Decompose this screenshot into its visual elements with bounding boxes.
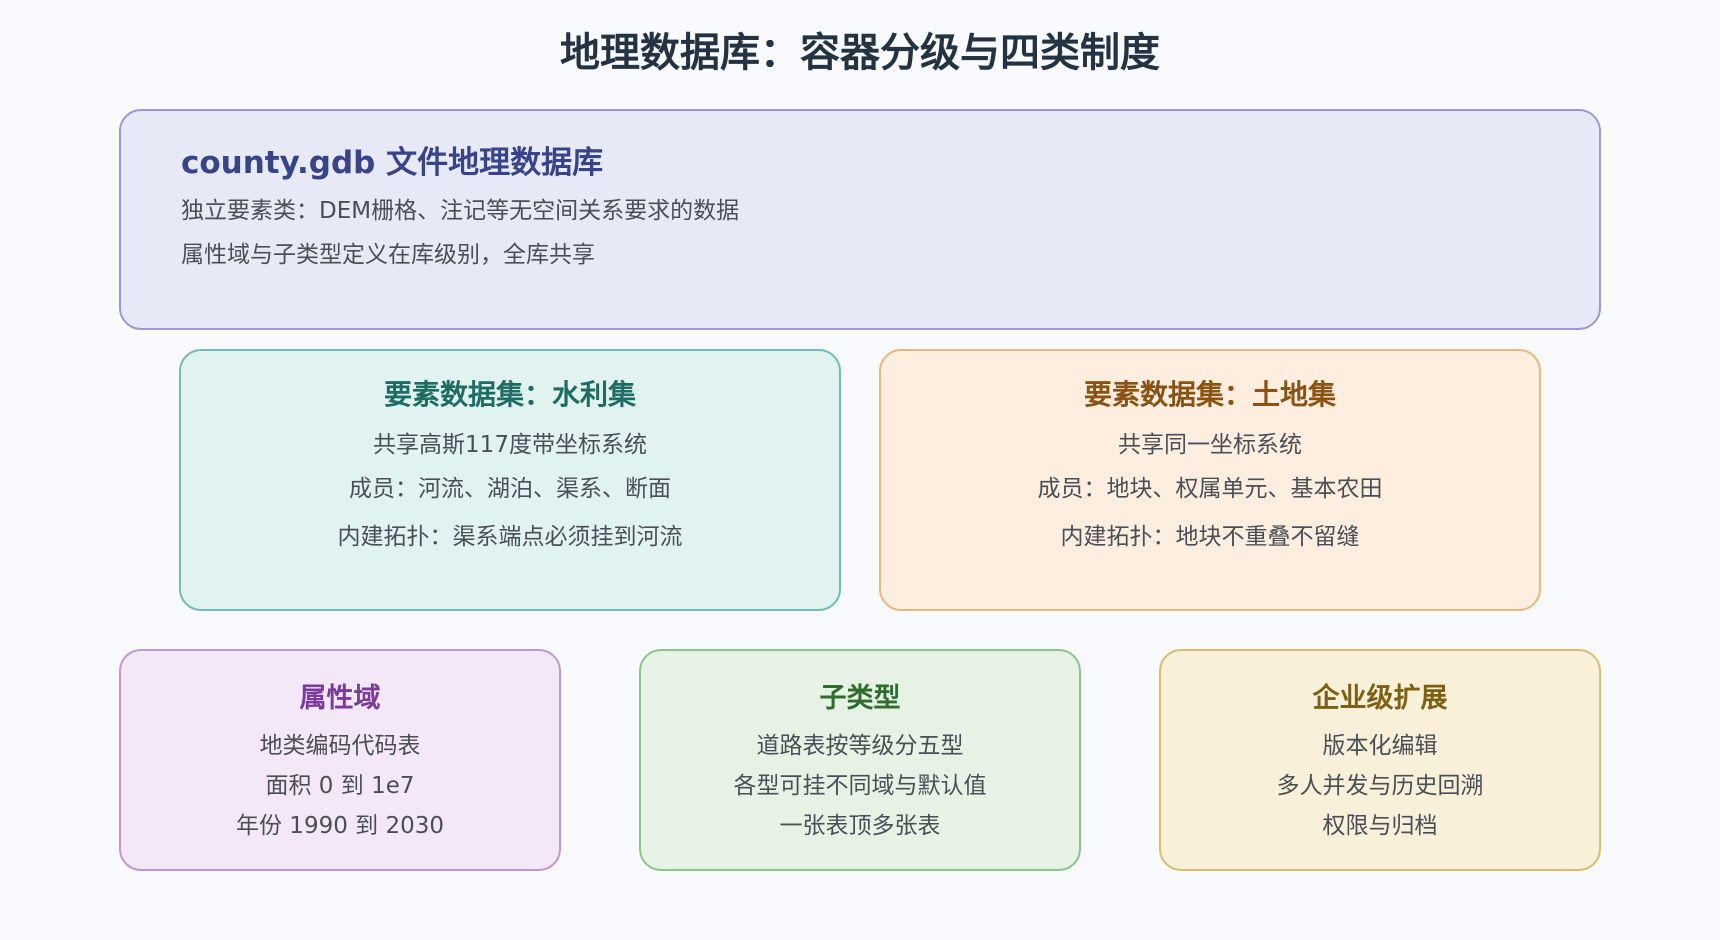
dataset-heading: 要素数据集：水利集 (383, 378, 636, 411)
card-line: 权限与归档 (1322, 813, 1438, 839)
card-line: 一张表顶多张表 (779, 813, 941, 839)
card-heading: 子类型 (819, 683, 901, 714)
card-enterprise-extension: 企业级扩展 版本化编辑 多人并发与历史回溯 权限与归档 (1159, 649, 1601, 871)
feature-dataset-land: 要素数据集：土地集 共享同一坐标系统 成员：地块、权属单元、基本农田 内建拓扑：… (879, 349, 1541, 611)
feature-dataset-water: 要素数据集：水利集 共享高斯117度带坐标系统 成员：河流、湖泊、渠系、断面 内… (179, 349, 841, 611)
card-heading: 属性域 (299, 683, 381, 714)
card-heading: 企业级扩展 (1312, 683, 1448, 714)
card-line: 道路表按等级分五型 (756, 733, 964, 759)
page-title: 地理数据库：容器分级与四类制度 (560, 30, 1160, 76)
card-subtype: 子类型 道路表按等级分五型 各型可挂不同域与默认值 一张表顶多张表 (639, 649, 1081, 871)
dataset-line: 成员：地块、权属单元、基本农田 (1037, 476, 1383, 502)
dataset-heading: 要素数据集：土地集 (1083, 378, 1336, 411)
geodatabase-heading: county.gdb 文件地理数据库 (181, 145, 604, 181)
dataset-line: 共享高斯117度带坐标系统 (373, 432, 647, 458)
geodatabase-container: county.gdb 文件地理数据库 独立要素类：DEM栅格、注记等无空间关系要… (119, 109, 1601, 330)
dataset-line: 共享同一坐标系统 (1118, 432, 1302, 458)
geodatabase-line: 独立要素类：DEM栅格、注记等无空间关系要求的数据 (181, 198, 740, 224)
card-attribute-domain: 属性域 地类编码代码表 面积 0 到 1e7 年份 1990 到 2030 (119, 649, 561, 871)
card-line: 各型可挂不同域与默认值 (733, 773, 987, 799)
card-line: 年份 1990 到 2030 (236, 813, 444, 839)
geodatabase-line: 属性域与子类型定义在库级别，全库共享 (181, 242, 595, 268)
dataset-line: 内建拓扑：地块不重叠不留缝 (1060, 524, 1360, 550)
card-line: 地类编码代码表 (259, 733, 421, 759)
card-line: 多人并发与历史回溯 (1276, 773, 1484, 799)
card-line: 版本化编辑 (1322, 733, 1438, 759)
dataset-line: 成员：河流、湖泊、渠系、断面 (349, 476, 671, 502)
card-line: 面积 0 到 1e7 (265, 773, 415, 799)
dataset-line: 内建拓扑：渠系端点必须挂到河流 (337, 524, 683, 550)
